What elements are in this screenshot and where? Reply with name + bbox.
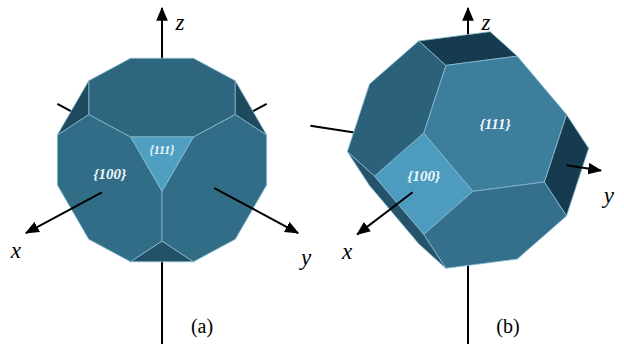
axis-label: y <box>301 246 311 269</box>
polyhedron <box>57 58 266 262</box>
polyhedron <box>347 32 588 269</box>
crystal-face <box>347 41 445 176</box>
face-label: {100} <box>93 167 126 182</box>
panel-label: (a) <box>191 316 213 336</box>
face-label: {111} <box>479 116 510 131</box>
axis-label: y <box>604 183 614 206</box>
crystal-face <box>89 58 236 137</box>
crystal-face <box>131 241 194 262</box>
crystal-face <box>424 182 567 268</box>
crystal-face <box>347 152 445 269</box>
axis-label: z <box>482 11 491 34</box>
polyhedra <box>57 32 588 269</box>
axis-label: x <box>342 240 352 263</box>
axis-arrow <box>566 165 600 170</box>
crystal-face <box>131 137 194 191</box>
panel-label: (b) <box>496 316 519 336</box>
crystal-face <box>57 81 88 135</box>
crystal-face <box>235 81 266 135</box>
axis-label: x <box>11 239 21 262</box>
crystal-face <box>424 56 567 191</box>
face-label: {100} <box>407 168 440 183</box>
face-label: {111} <box>149 144 174 156</box>
front-axes <box>26 165 601 234</box>
axis-arrow <box>26 192 102 233</box>
axis-arrow <box>214 188 298 233</box>
axis-label: z <box>176 11 185 34</box>
axis-arrow <box>357 192 412 234</box>
